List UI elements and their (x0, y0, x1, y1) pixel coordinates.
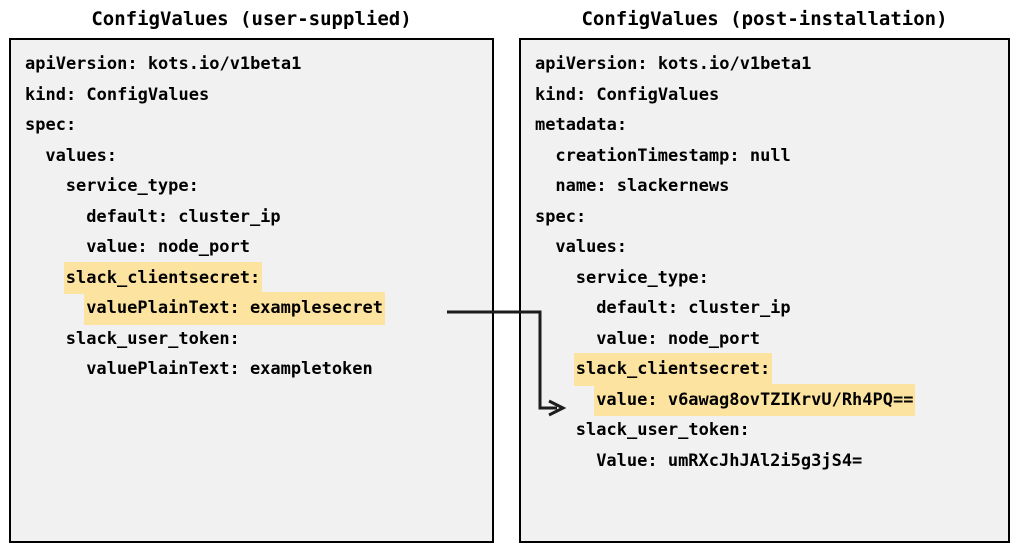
code-line: valuePlainText: exampletoken (23, 353, 492, 384)
code-line: slack_user_token: (533, 414, 1008, 445)
code-line-text: slack_user_token: (65, 328, 240, 349)
code-line-text: service_type: (65, 176, 199, 196)
code-line: kind: ConfigValues (23, 79, 492, 110)
code-line: apiVersion: kots.io/v1beta1 (23, 48, 492, 79)
right-config-box: apiVersion: kots.io/v1beta1 kind: ConfigV… (519, 38, 1010, 543)
code-line-text: slack_clientsecret: (573, 353, 773, 386)
code-line-text: kind: ConfigValues (535, 84, 720, 105)
code-line: service_type: (533, 262, 1008, 293)
code-line: valuePlainText: examplesecret (23, 292, 492, 325)
right-panel-title: ConfigValues (post-installation) (581, 8, 948, 30)
code-line-text: value: node_port (86, 237, 250, 257)
code-line-text: apiVersion: kots.io/v1beta1 (25, 54, 302, 74)
code-line: value: node_port (23, 231, 492, 262)
code-line-text: service_type: (575, 267, 709, 288)
code-line-text: metadata: (535, 115, 628, 135)
code-line: values: (23, 140, 492, 171)
code-line: default: cluster_ip (533, 292, 1008, 323)
code-line-text: values: (45, 145, 118, 166)
code-line-text: value: v6awag8ovTZIKrvU/Rh4PQ== (594, 383, 916, 416)
code-line: spec: (533, 201, 1008, 232)
code-line: slack_clientsecret: (23, 261, 492, 294)
code-line: value: v6awag8ovTZIKrvU/Rh4PQ== (533, 383, 1008, 416)
code-line: slack_clientsecret: (533, 353, 1008, 386)
code-line-text: default: cluster_ip (596, 298, 791, 318)
left-panel-title: ConfigValues (user-supplied) (91, 8, 412, 30)
code-line-text: value: node_port (596, 328, 760, 349)
code-line-text: slack_user_token: (575, 420, 750, 440)
code-line: name: slackernews (533, 170, 1008, 201)
code-line: apiVersion: kots.io/v1beta1 (533, 48, 1008, 79)
code-line-text: creationTimestamp: null (555, 145, 791, 166)
code-line: value: node_port (533, 323, 1008, 354)
code-line: values: (533, 231, 1008, 262)
code-line-text: slack_clientsecret: (63, 261, 263, 294)
code-line-text: valuePlainText: examplesecret (84, 292, 385, 325)
code-line-text: Value: umRXcJhJAl2i5g3jS4= (596, 450, 863, 471)
code-line-text: default: cluster_ip (86, 206, 281, 227)
code-line: default: cluster_ip (23, 201, 492, 232)
code-line: metadata: (533, 109, 1008, 140)
code-line-text: valuePlainText: exampletoken (86, 359, 373, 379)
code-line-text: spec: (535, 206, 587, 227)
left-config-lines: apiVersion: kots.io/v1beta1 kind: ConfigV… (23, 48, 492, 384)
code-line-text: spec: (25, 115, 77, 135)
code-line: creationTimestamp: null (533, 140, 1008, 171)
right-config-lines: apiVersion: kots.io/v1beta1 kind: ConfigV… (533, 48, 1008, 475)
code-line-text: values: (555, 237, 628, 257)
code-line: service_type: (23, 170, 492, 201)
code-line: spec: (23, 109, 492, 140)
code-line: Value: umRXcJhJAl2i5g3jS4= (533, 445, 1008, 476)
code-line: slack_user_token: (23, 323, 492, 354)
code-line: kind: ConfigValues (533, 79, 1008, 110)
code-line-text: apiVersion: kots.io/v1beta1 (535, 54, 812, 74)
left-config-box: apiVersion: kots.io/v1beta1 kind: ConfigV… (9, 38, 494, 543)
code-line-text: name: slackernews (555, 176, 730, 196)
code-line-text: kind: ConfigValues (25, 84, 210, 105)
